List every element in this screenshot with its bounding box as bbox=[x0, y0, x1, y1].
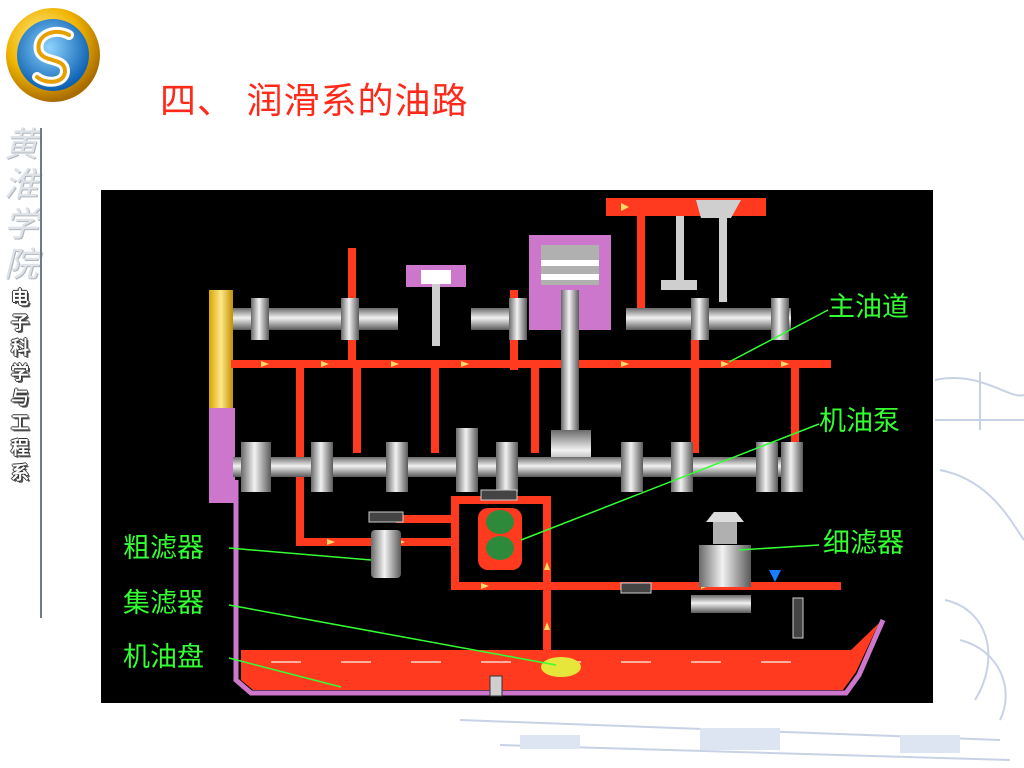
department-name-vertical: 电 子 科 学 与 工 程 系 bbox=[6, 286, 34, 486]
label-oil-pan: 机油盘 bbox=[123, 642, 204, 673]
department-char: 科 bbox=[11, 338, 29, 359]
front-cover bbox=[209, 408, 235, 503]
school-logo-icon bbox=[6, 8, 100, 102]
department-char: 学 bbox=[11, 363, 29, 384]
department-char: 程 bbox=[11, 438, 29, 459]
strainer bbox=[541, 657, 581, 677]
leader-lines bbox=[228, 309, 829, 688]
slide-title: 四、 润滑系的油路 bbox=[160, 81, 469, 122]
label-strainer: 集滤器 bbox=[123, 588, 204, 619]
label-fine-filter: 细滤器 bbox=[823, 528, 904, 559]
school-name-vertical: 黄 淮 学 院 bbox=[2, 125, 40, 285]
fine-filter bbox=[691, 512, 751, 613]
label-oil-pump: 机油泵 bbox=[819, 406, 900, 437]
department-char: 电 bbox=[11, 288, 29, 309]
bypass-valve bbox=[792, 597, 804, 639]
valve-train bbox=[661, 200, 741, 302]
timing-gear bbox=[209, 290, 233, 408]
school-char: 黄 bbox=[4, 125, 38, 165]
department-char: 工 bbox=[11, 413, 29, 434]
drain-plug bbox=[489, 675, 503, 697]
oil-pan-housing bbox=[233, 480, 886, 696]
camshaft bbox=[233, 298, 791, 340]
department-char: 子 bbox=[11, 313, 29, 334]
tappet bbox=[406, 265, 466, 346]
outlet-arrow bbox=[769, 570, 781, 582]
relief-valve bbox=[620, 582, 652, 594]
lubrication-diagram-drawing bbox=[209, 198, 886, 697]
label-coarse-filter: 粗滤器 bbox=[123, 533, 204, 564]
piston bbox=[529, 235, 611, 475]
school-char: 淮 bbox=[4, 165, 38, 205]
lubrication-diagram: 主油道 机油泵 细滤器 粗滤器 集滤器 机油盘 bbox=[101, 190, 933, 703]
left-divider bbox=[40, 128, 42, 618]
department-char: 系 bbox=[11, 463, 29, 484]
school-char: 学 bbox=[4, 205, 38, 245]
coarse-filter bbox=[368, 511, 404, 578]
oil-sump bbox=[241, 623, 879, 690]
main-oil-gallery bbox=[231, 360, 831, 368]
label-main-gallery: 主油道 bbox=[828, 292, 909, 323]
school-char: 院 bbox=[4, 245, 38, 285]
department-char: 与 bbox=[11, 388, 29, 409]
crankshaft bbox=[233, 428, 803, 492]
oil-pump bbox=[478, 489, 522, 570]
